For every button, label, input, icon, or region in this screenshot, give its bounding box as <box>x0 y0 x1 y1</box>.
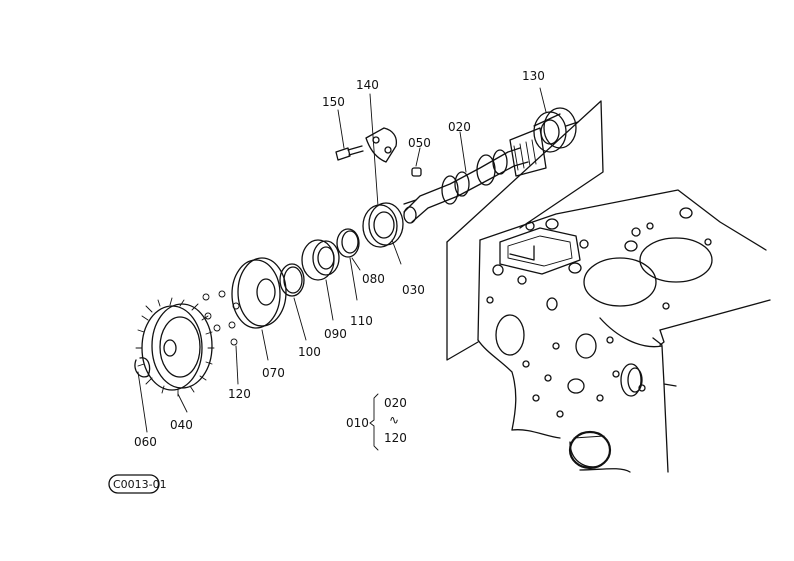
label-070: 070 <box>262 366 285 380</box>
bearing-030 <box>362 202 404 248</box>
leader-lines <box>137 87 547 433</box>
label-140: 140 <box>356 78 379 92</box>
label-150: 150 <box>322 95 345 109</box>
engine-block <box>446 100 771 473</box>
assembly-note: 010 020 ∿ 120 <box>346 393 407 451</box>
label-050: 050 <box>408 136 431 150</box>
key-050 <box>411 167 422 177</box>
gear-040 <box>135 297 215 397</box>
figure-code-text: C0013-01 <box>113 478 167 491</box>
label-020: 020 <box>448 120 471 134</box>
label-100: 100 <box>298 345 321 359</box>
label-080: 080 <box>362 272 385 286</box>
ring-080 <box>336 228 360 258</box>
bearing-130 <box>533 107 579 153</box>
assembly-group: 010 <box>346 416 369 430</box>
plate-070 <box>231 257 287 329</box>
camshaft <box>403 127 547 224</box>
figure-code: C0013-01 <box>108 474 167 494</box>
assembly-symbol: ∿ <box>389 413 399 427</box>
label-060: 060 <box>134 435 157 449</box>
thrust-plate-140 <box>365 127 398 163</box>
dowel-pins-120 <box>202 290 240 346</box>
assembly-from: 020 <box>384 396 407 410</box>
label-090: 090 <box>324 327 347 341</box>
label-120: 120 <box>228 387 251 401</box>
o-ring-100 <box>279 263 305 297</box>
bolt-150 <box>335 145 364 161</box>
circlip-060 <box>134 357 151 378</box>
collar-090 <box>301 239 340 281</box>
label-130: 130 <box>522 69 545 83</box>
assembly-to: 120 <box>384 431 407 445</box>
part-labels: 020 030 040 050 060 070 080 090 100 110 … <box>134 69 545 449</box>
label-040: 040 <box>170 418 193 432</box>
label-030: 030 <box>402 283 425 297</box>
label-110: 110 <box>350 314 373 328</box>
